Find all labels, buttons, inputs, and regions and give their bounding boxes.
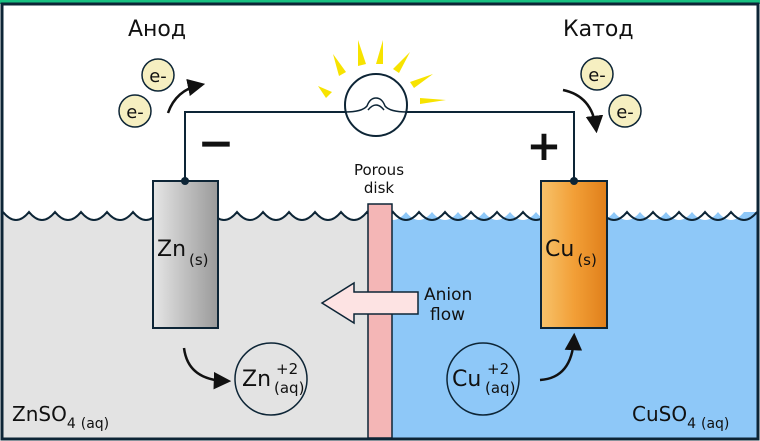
- anion-flow-label-line2: flow: [430, 305, 465, 325]
- zinc-terminal-dot: [181, 177, 189, 185]
- anion-flow-arrow: [320, 281, 419, 325]
- zinc-dissolve-arrow: [182, 347, 232, 390]
- anion-flow-label-line1: Anion: [424, 285, 472, 305]
- cuso4-label: CuSO4(aq): [632, 402, 729, 432]
- copper-terminal-dot: [570, 177, 578, 185]
- electron-anode-top: e-: [141, 58, 175, 92]
- znso4-label: ZnSO4(aq): [12, 402, 109, 432]
- electron-cathode-bottom: e-: [608, 94, 642, 128]
- zinc-ion-circle: [234, 342, 308, 416]
- porous-disk: [367, 203, 393, 439]
- copper-ion-state: (aq): [485, 379, 515, 397]
- porous-disk-label-line2: disk: [364, 179, 395, 197]
- svg-text:e-: e-: [588, 65, 606, 86]
- zinc-ion-state: (aq): [274, 379, 304, 397]
- plus-sign: +: [526, 121, 561, 170]
- porous-disk-label-line1: Porous: [354, 161, 404, 179]
- copper-ion-circle: [446, 342, 520, 416]
- zinc-ion-charge: +2: [276, 360, 298, 378]
- copper-ion-charge: +2: [487, 360, 509, 378]
- svg-text:e-: e-: [126, 102, 144, 123]
- zinc-electrode: [152, 180, 219, 329]
- cathode-label: Катод: [563, 17, 634, 42]
- minus-sign: −: [198, 118, 235, 169]
- light-bulb-icon: [318, 40, 446, 137]
- copper-electrode-label: Cu(s): [545, 237, 597, 269]
- zinc-electrode-label: Zn(s): [157, 237, 209, 269]
- copper-ion-symbol: Cu: [452, 367, 481, 392]
- electron-flow-arrow-cathode: [562, 88, 604, 134]
- top-accent-bar: [0, 0, 760, 4]
- electron-flow-arrow-anode: [166, 78, 206, 114]
- anode-label: Анод: [128, 17, 186, 42]
- svg-text:e-: e-: [616, 102, 634, 123]
- svg-text:e-: e-: [149, 66, 167, 87]
- electron-anode-bottom: e-: [118, 94, 152, 128]
- copper-deposit-arrow: [539, 332, 583, 382]
- zinc-ion-symbol: Zn: [242, 367, 271, 392]
- wire-right: [407, 111, 575, 181]
- electron-cathode-top: e-: [580, 57, 614, 91]
- copper-electrode: [540, 180, 608, 329]
- wire-left: [184, 111, 345, 181]
